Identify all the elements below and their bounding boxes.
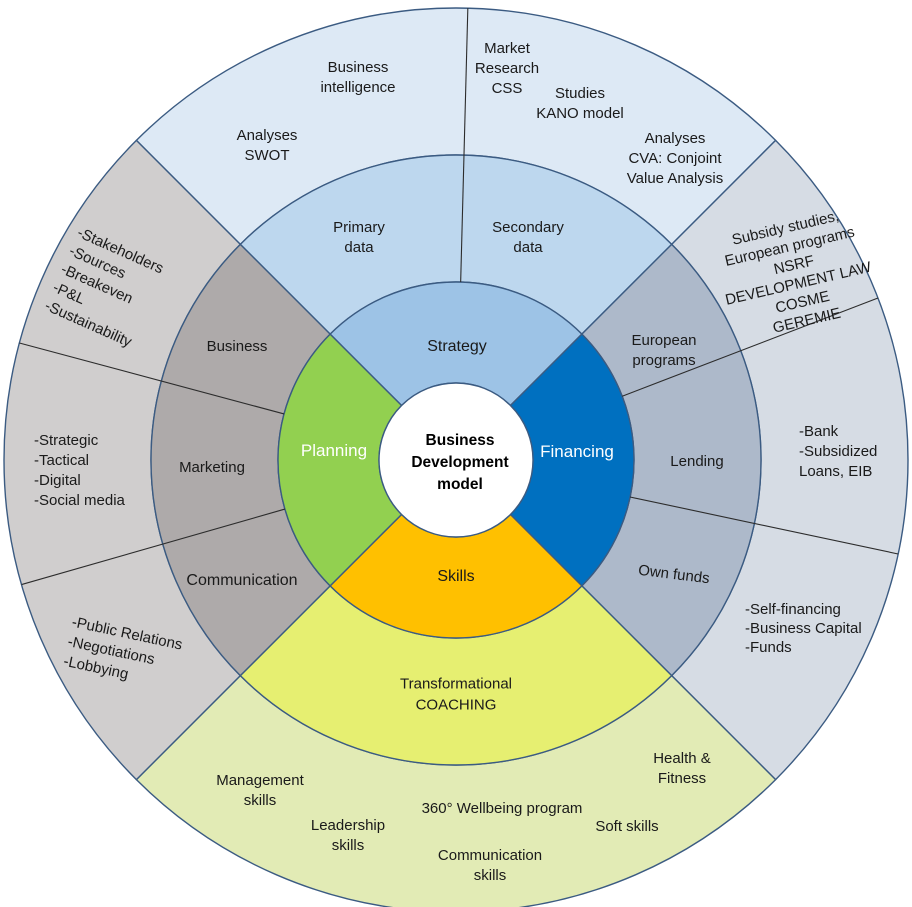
strategy-label: Strategy bbox=[427, 338, 487, 355]
business-label: Business bbox=[207, 338, 268, 355]
soft-skills-label: Soft skills bbox=[595, 818, 658, 835]
financing-label: Financing bbox=[540, 442, 614, 461]
marketing-list-label: -Strategic-Tactical-Digital-Social media bbox=[34, 432, 126, 509]
communication-label: Communication bbox=[186, 572, 297, 589]
health-fitness-label: Health &Fitness bbox=[653, 750, 711, 787]
sub-dividers bbox=[19, 8, 899, 586]
skills-label: Skills bbox=[437, 568, 474, 585]
planning-divider-1 bbox=[19, 342, 285, 415]
financing-divider-1 bbox=[621, 297, 879, 397]
marketing-label: Marketing bbox=[179, 459, 245, 476]
wellbeing-label: 360° Wellbeing program bbox=[422, 800, 583, 817]
self-financing-label: -Self-financing-Business Capital-Funds bbox=[745, 601, 862, 656]
strategy-divider bbox=[460, 8, 469, 283]
planning-label: Planning bbox=[301, 441, 367, 460]
planning-divider-2 bbox=[21, 508, 286, 586]
center-circle bbox=[378, 382, 534, 538]
financing-divider-2 bbox=[629, 496, 899, 555]
lending-label: Lending bbox=[670, 453, 723, 470]
ring-segments bbox=[3, 7, 909, 907]
